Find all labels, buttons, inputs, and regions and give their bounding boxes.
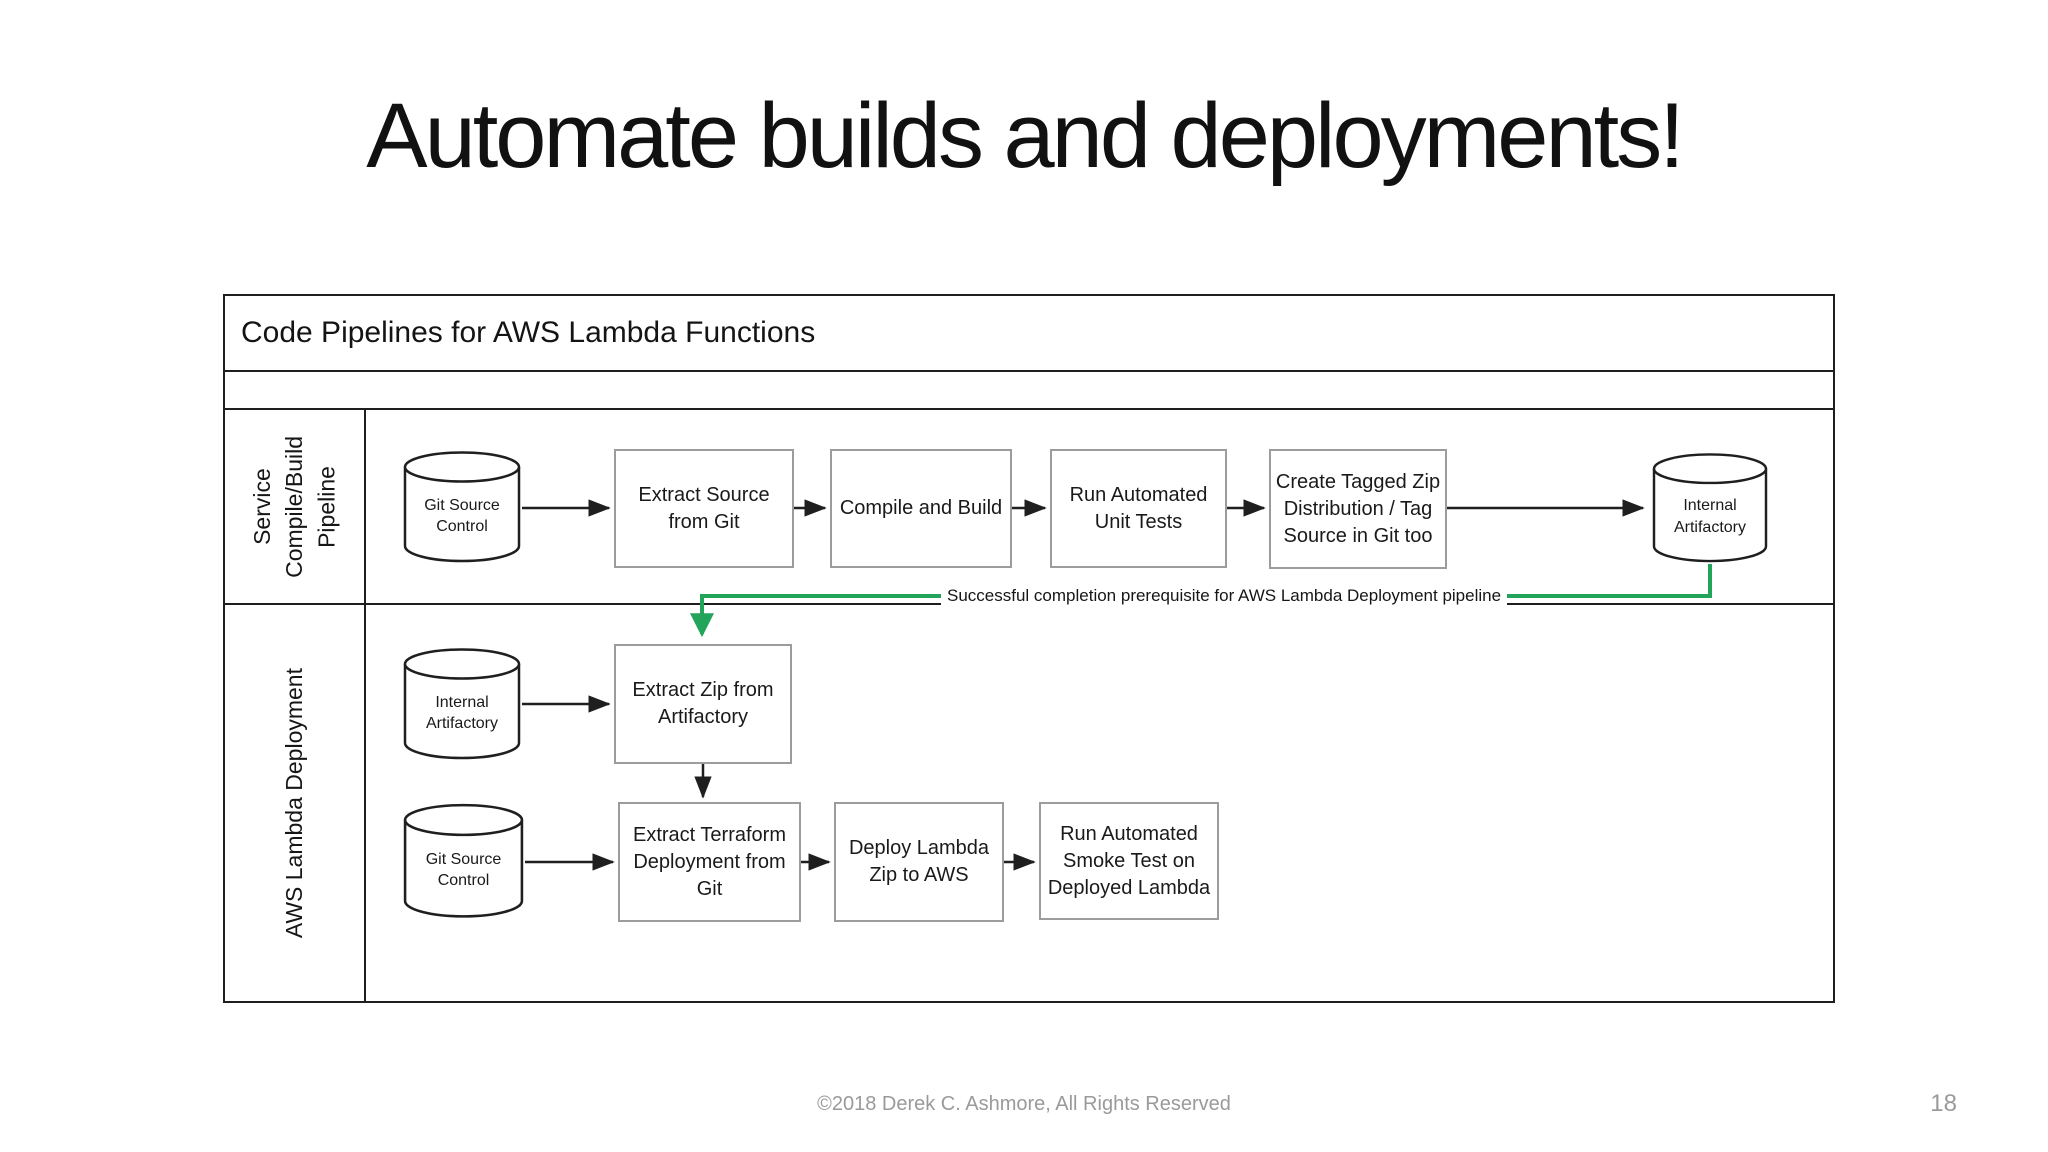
- divider-label-column: [364, 408, 366, 1001]
- step-deploy-lambda-zip: Deploy Lambda Zip to AWS: [834, 802, 1004, 922]
- footer-copyright: ©2018 Derek C. Ashmore, All Rights Reser…: [817, 1093, 1231, 1115]
- node-label: Git Source Control: [424, 496, 500, 536]
- node-label: Extract Source from Git: [638, 483, 770, 533]
- database-icon: [403, 648, 521, 760]
- lane-label-line: Pipeline: [313, 465, 340, 548]
- lane-label-line: Service: [249, 468, 276, 545]
- node-label: Create Tagged Zip Distribution / Tag Sou…: [1275, 470, 1441, 547]
- node-label: Deploy Lambda Zip to AWS: [848, 837, 990, 886]
- diagram-title: Code Pipelines for AWS Lambda Functions: [241, 316, 816, 349]
- node-label: Extract Zip from Artifactory: [632, 679, 774, 728]
- cylinder-git-source-control: Git Source Control: [402, 450, 522, 564]
- lane-label-line: AWS Lambda Deployment: [281, 667, 308, 939]
- database-icon: [403, 803, 524, 918]
- node-label: Compile and Build: [839, 497, 1003, 519]
- node-label: Internal Artifactory: [425, 693, 498, 733]
- database-icon: [403, 451, 521, 563]
- cylinder-internal-artifactory: Internal Artifactory: [1648, 452, 1772, 564]
- step-run-smoke-test: Run Automated Smoke Test on Deployed Lam…: [1039, 802, 1219, 920]
- node-label: Internal Artifactory: [1673, 497, 1746, 536]
- database-icon: [1652, 453, 1768, 563]
- step-extract-source-from-git: Extract Source from Git: [614, 449, 794, 568]
- cylinder-git-source-control-deploy: Git Source Control: [402, 802, 525, 920]
- step-compile-and-build: Compile and Build: [830, 449, 1012, 568]
- divider-header: [225, 370, 1833, 372]
- prerequisite-annotation: Successful completion prerequisite for A…: [941, 583, 1508, 609]
- node-label: Git Source Control: [425, 850, 502, 890]
- node-label: Run Automated Unit Tests: [1069, 483, 1208, 533]
- step-run-unit-tests: Run Automated Unit Tests: [1050, 449, 1227, 568]
- divider-subheader: [225, 408, 1833, 410]
- lane-service-compile-build: Service Compile/Build Pipeline: [225, 410, 364, 603]
- lane-label-text: Service Compile/Build Pipeline: [246, 436, 343, 578]
- step-extract-zip-from-artifactory: Extract Zip from Artifactory: [614, 644, 792, 764]
- step-extract-terraform-deployment: Extract Terraform Deployment from Git: [618, 802, 801, 922]
- slide-title: Automate builds and deployments!: [366, 85, 1685, 187]
- cylinder-internal-artifactory-deploy: Internal Artifactory: [402, 647, 522, 761]
- lane-aws-lambda-deployment: AWS Lambda Deployment: [225, 605, 364, 1001]
- pipeline-diagram: Code Pipelines for AWS Lambda Functions …: [223, 294, 1835, 1003]
- page-number: 18: [1930, 1090, 1957, 1117]
- node-label: Run Automated Smoke Test on Deployed Lam…: [1047, 822, 1211, 899]
- lane-label-text: AWS Lambda Deployment: [278, 668, 310, 938]
- diagram-header: Code Pipelines for AWS Lambda Functions: [225, 296, 1833, 370]
- node-label: Extract Terraform Deployment from Git: [633, 823, 786, 900]
- step-create-tagged-zip: Create Tagged Zip Distribution / Tag Sou…: [1269, 449, 1447, 569]
- lane-label-line: Compile/Build: [281, 435, 308, 578]
